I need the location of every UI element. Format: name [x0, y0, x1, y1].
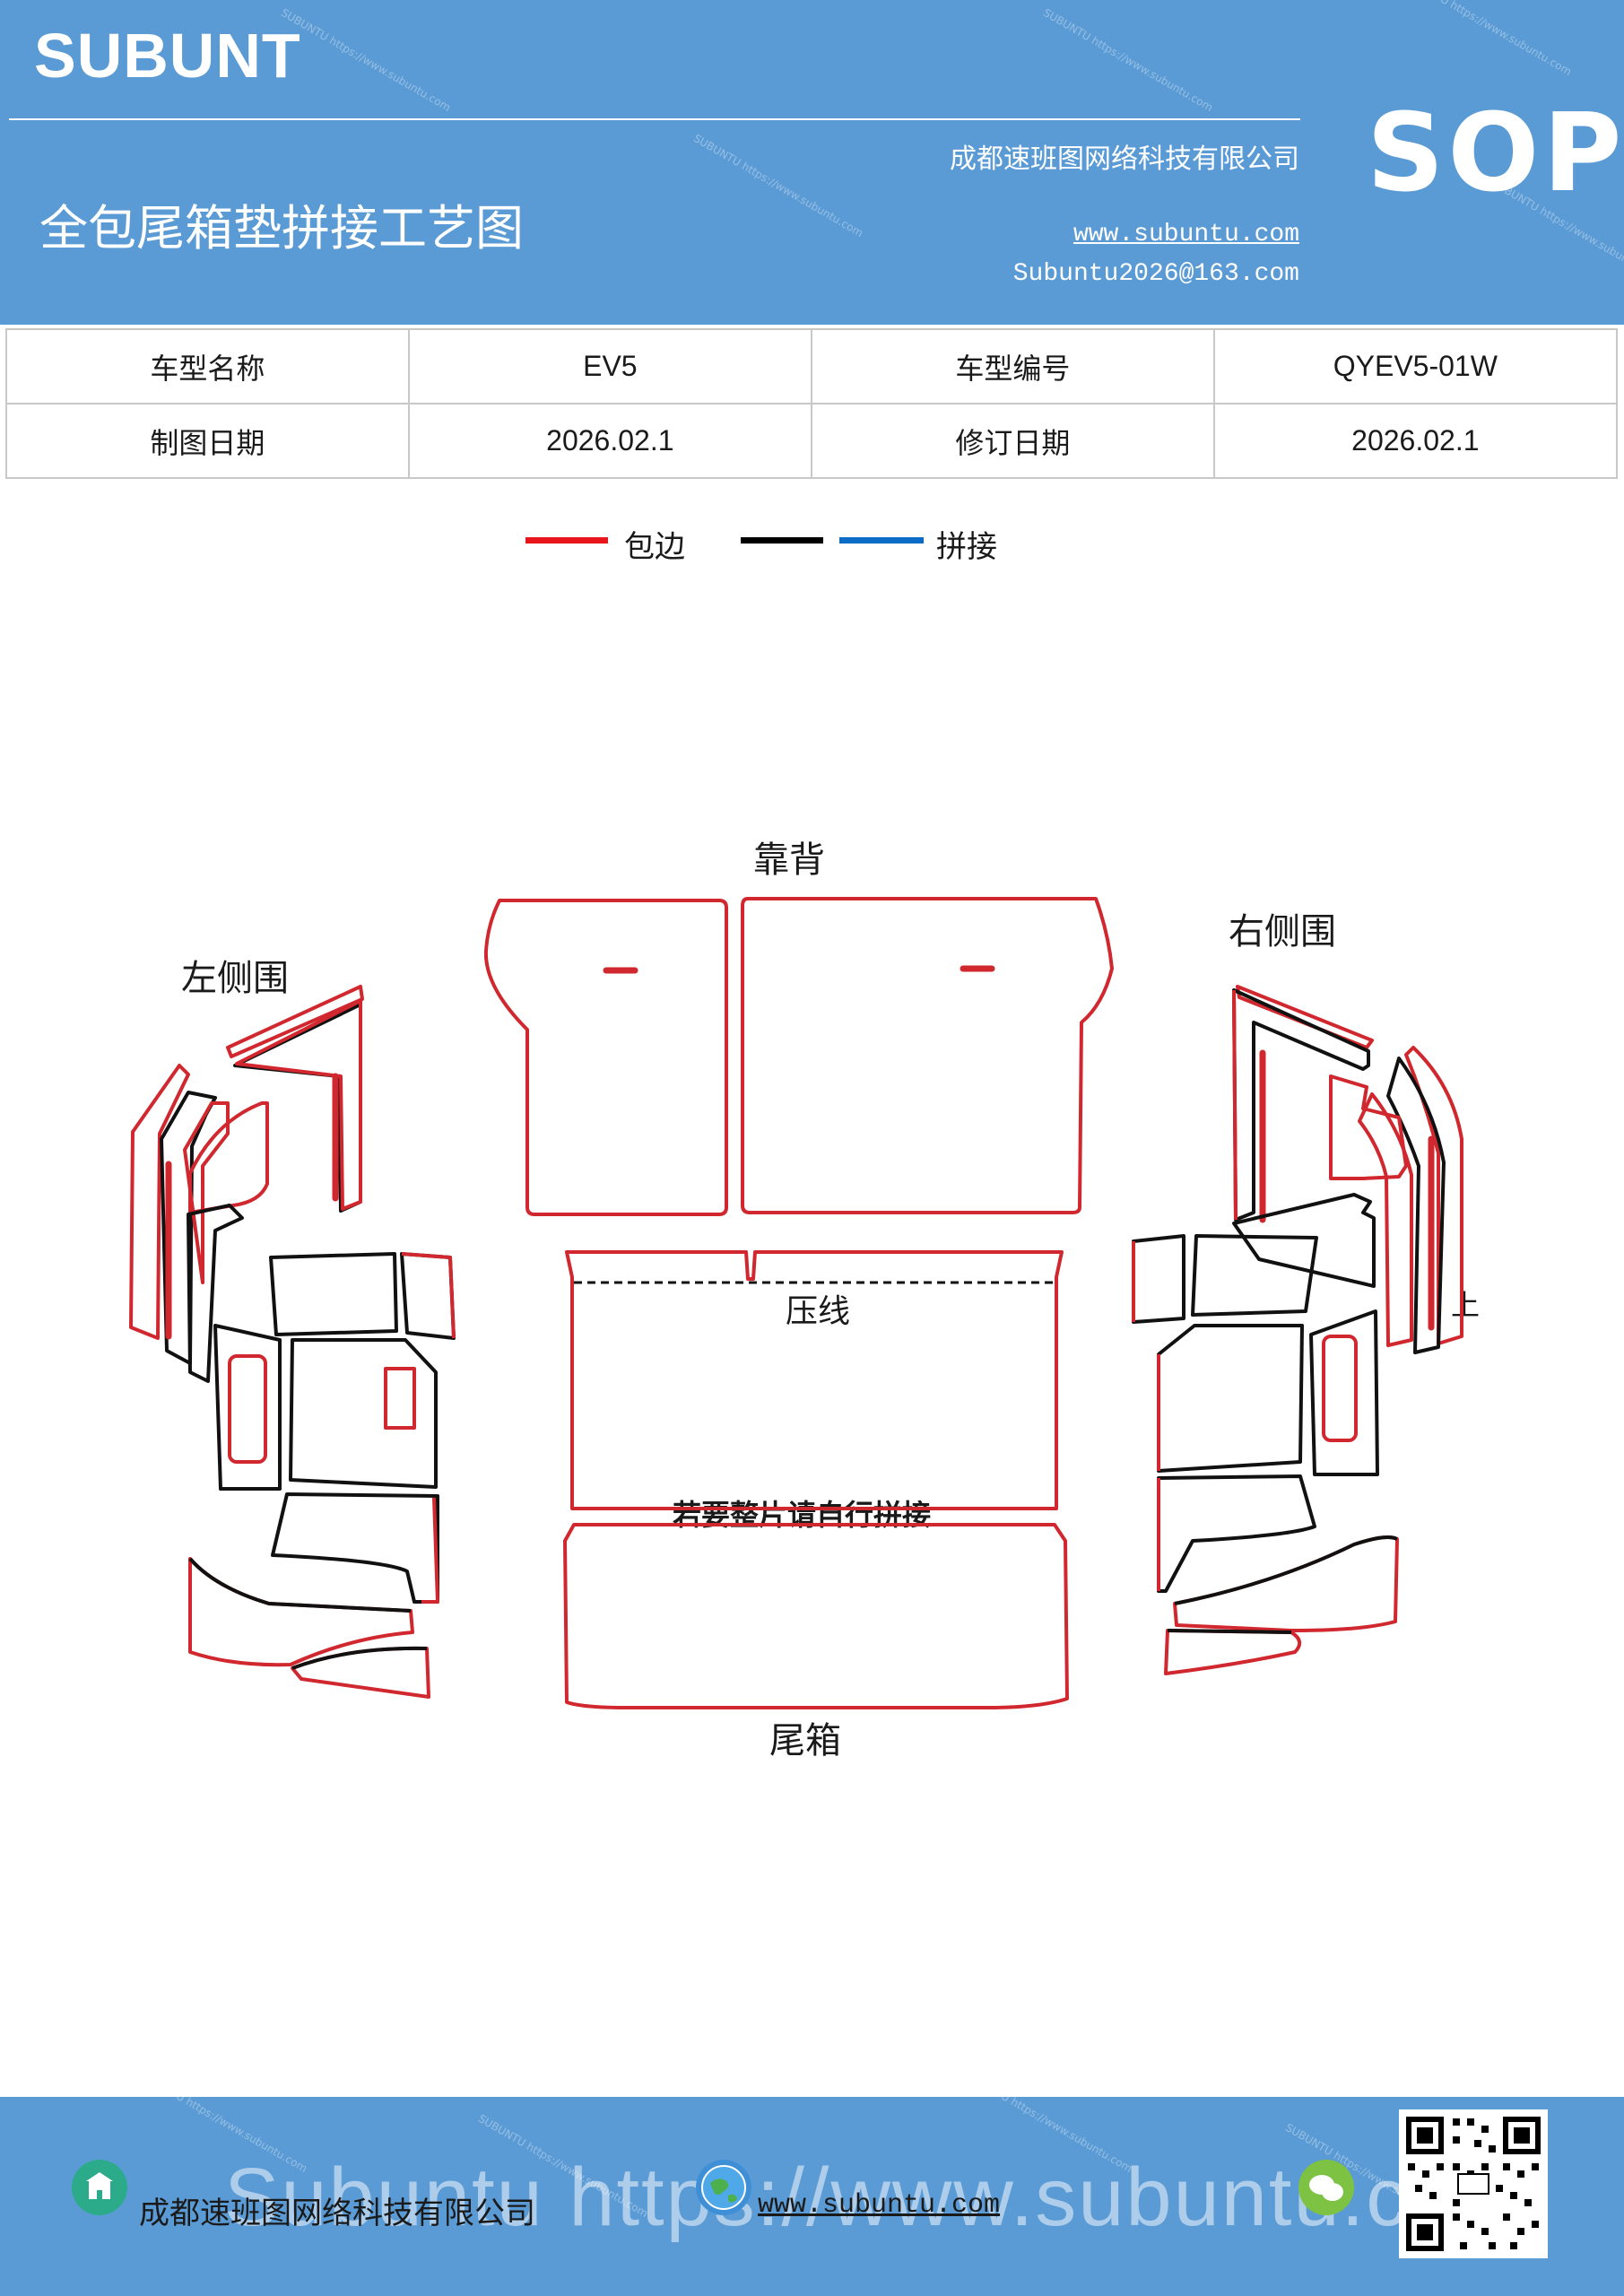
left-panel-block-2-edge	[401, 1252, 456, 1339]
table-row: 车型名称 EV5 车型编号 QYEV5-01W	[5, 328, 1619, 404]
label-right-side: 右侧围	[1229, 911, 1336, 952]
left-panel-small-rect	[384, 1367, 416, 1430]
vehicle-info-table: 车型名称 EV5 车型编号 QYEV5-01W 制图日期 2026.02.1 修…	[5, 328, 1619, 479]
model-name-value: EV5	[407, 328, 812, 404]
backrest-right-panel	[741, 897, 1114, 1214]
right-panel-block-7-seam	[1167, 1629, 1292, 1634]
watermark: SUBUNTU https://www.subuntu.com	[278, 5, 453, 115]
right-panel-block-5	[1157, 1474, 1316, 1593]
header-divider	[9, 118, 1300, 120]
label-up: 上	[1451, 1288, 1480, 1322]
legend: 包边 拼接	[0, 522, 1624, 576]
legend-swatch-seam	[839, 537, 924, 544]
draw-date-label: 制图日期	[5, 403, 410, 479]
right-side-strip-small	[1358, 1092, 1413, 1347]
draw-date-value: 2026.02.1	[407, 403, 812, 479]
globe-icon	[696, 2160, 751, 2215]
right-panel-inner-rect	[1322, 1335, 1358, 1442]
watermark: SUBUNTU https://www.subuntu.com	[1040, 5, 1215, 115]
qr-code-image	[1399, 2109, 1548, 2258]
company-name: 成都速班图网络科技有限公司	[950, 144, 1299, 175]
page-title: 全包尾箱垫拼接工艺图	[39, 200, 524, 257]
left-panel-block-4	[289, 1338, 438, 1489]
left-side-strip-top	[226, 985, 364, 1058]
left-panel-block-5	[271, 1492, 439, 1604]
label-press-line: 压线	[786, 1293, 850, 1330]
trunk-middle-panel	[565, 1250, 1064, 1510]
watermark: SUBUNTU https://www.subuntu.com	[1399, 0, 1574, 79]
watermark: SUBUNTU https://www.subuntu.com	[690, 131, 865, 240]
brand-name: SUBUNT	[34, 21, 301, 91]
trunk-bottom-panel	[563, 1523, 1069, 1709]
right-panel-block-6-seam	[1174, 1535, 1398, 1605]
footer-website-link[interactable]: www.subuntu.com	[758, 2190, 1001, 2221]
model-code-value: QYEV5-01W	[1212, 328, 1619, 404]
model-name-label: 车型名称	[5, 328, 410, 404]
header-banner: SUBUNTU https://www.subuntu.com SUBUNTU …	[0, 0, 1624, 325]
right-side-strip-top	[1236, 985, 1374, 1049]
chat-icon	[1298, 2160, 1354, 2215]
right-panel-block-3	[1157, 1324, 1304, 1473]
left-side-upper-edge	[235, 999, 362, 1211]
left-side-lower-strip	[187, 1204, 244, 1383]
backrest-left-panel	[483, 899, 728, 1216]
email-address[interactable]: Subuntu2026@163.com	[1012, 260, 1299, 288]
revision-date-label: 修订日期	[810, 403, 1215, 479]
left-panel-block-1	[269, 1252, 398, 1336]
right-panel-block-7	[1164, 1629, 1302, 1675]
table-row: 制图日期 2026.02.1 修订日期 2026.02.1	[5, 403, 1619, 479]
left-side-wheel-arch	[188, 1101, 269, 1214]
legend-label-edging: 包边	[624, 529, 685, 565]
footer-company-name: 成都速班图网络科技有限公司	[139, 2196, 535, 2231]
legend-label-seam: 拼接	[936, 529, 997, 565]
label-left-side: 左侧围	[181, 958, 289, 999]
legend-swatch-black	[741, 537, 823, 544]
left-panel-block-7-seam	[291, 1646, 428, 1670]
legend-swatch-edging	[525, 537, 608, 544]
right-side-strip-inner	[1386, 1057, 1446, 1354]
right-panel-block-6	[1173, 1535, 1399, 1632]
left-side-strip-outer	[129, 1064, 190, 1340]
building-icon	[72, 2160, 127, 2215]
label-trunk: 尾箱	[769, 1720, 841, 1761]
mat-splicing-diagram: .r { fill: none; stroke: #d0282e; stroke…	[129, 839, 1480, 1761]
left-panel-inner-rect	[228, 1354, 267, 1464]
right-panel-block-2	[1191, 1234, 1318, 1317]
label-splice-note: 若要整片请自行拼接	[673, 1498, 931, 1532]
left-panel-block-2	[400, 1252, 456, 1340]
right-side-upper-edge	[1232, 989, 1238, 1221]
label-backrest: 靠背	[753, 839, 825, 881]
revision-date-value: 2026.02.1	[1212, 403, 1619, 479]
right-side-seam-panel	[1232, 1193, 1376, 1288]
footer-banner: SUBUNTU https://www.subuntu.com SUBUNTU …	[0, 2097, 1624, 2296]
left-side-strip-small	[183, 1101, 230, 1284]
left-panel-block-6-seam	[188, 1557, 412, 1613]
right-panel-block-4	[1309, 1309, 1379, 1476]
model-code-label: 车型编号	[810, 328, 1215, 404]
left-side-strip-inner	[160, 1091, 217, 1365]
right-side-wheel-arch	[1329, 1074, 1408, 1180]
right-side-upper-panel	[1232, 988, 1370, 1222]
website-link[interactable]: www.subuntu.com	[1073, 221, 1299, 248]
left-panel-block-3	[213, 1324, 282, 1491]
right-panel-block-1	[1132, 1234, 1185, 1324]
left-panel-block-5-edge	[421, 1497, 439, 1604]
sop-badge: SOP	[1367, 91, 1624, 216]
